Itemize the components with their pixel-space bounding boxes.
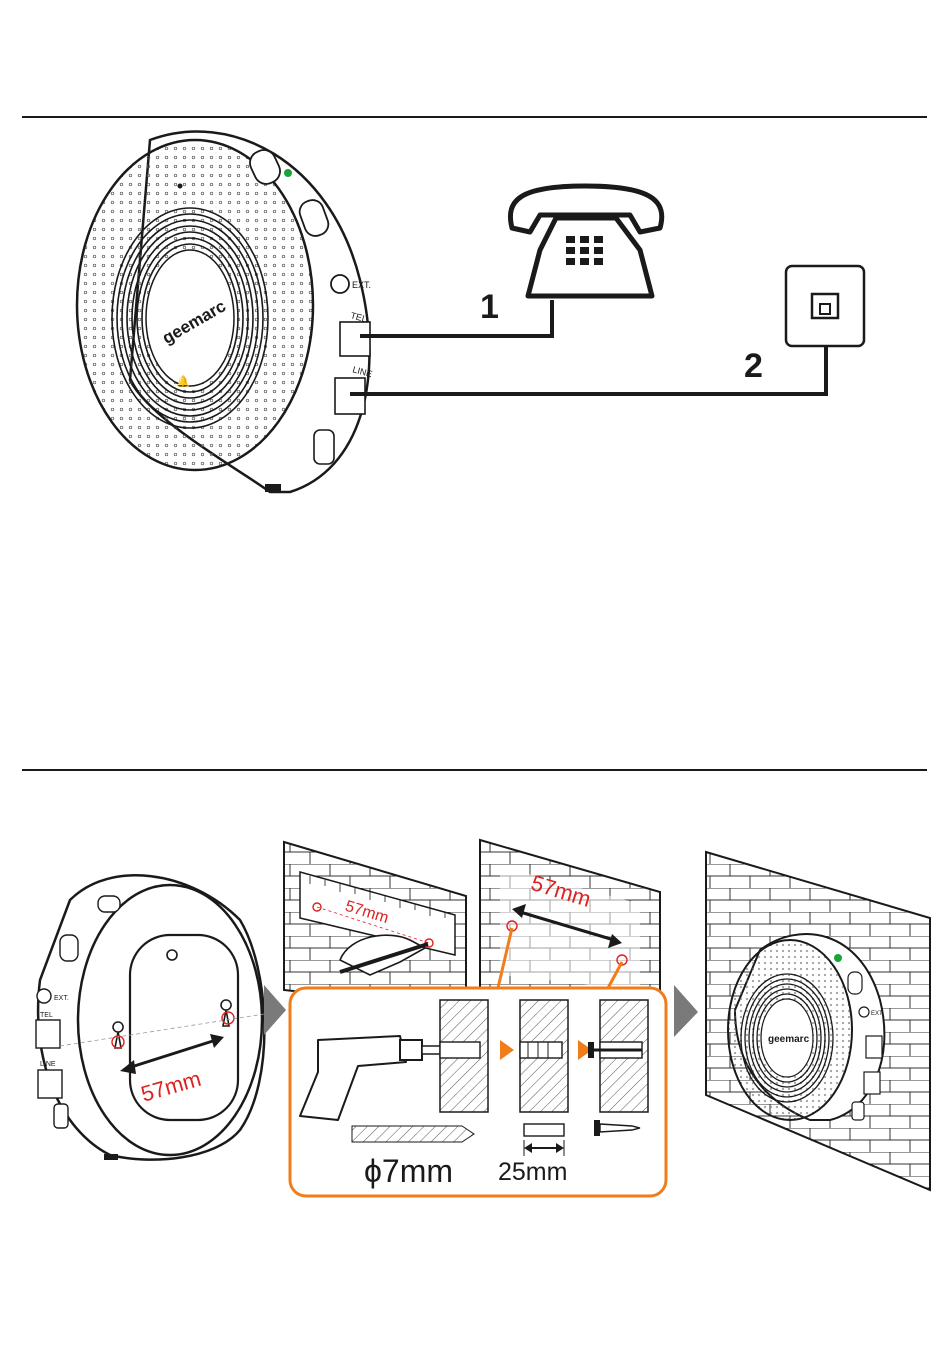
back-tel-label: TEL xyxy=(40,1012,53,1019)
back-line-label: LINE xyxy=(40,1061,56,1068)
wall-holes-panel: 57mm xyxy=(480,840,660,1010)
ringer-device-side-view: geemarc 🔔 EXT. TEL LINE xyxy=(77,131,373,492)
mounted-ext-label: EXT. xyxy=(871,1011,884,1017)
device-back-view: EXT. TEL LINE 57mm xyxy=(36,875,290,1160)
connection-number-1: 1 xyxy=(480,288,499,326)
connection-number-2: 2 xyxy=(744,347,763,385)
telephone-icon xyxy=(510,186,661,296)
drill-bit-icon xyxy=(352,1126,474,1142)
tel-port[interactable] xyxy=(340,322,370,356)
plug-length-label: 25mm xyxy=(498,1158,567,1186)
ext-port-label: EXT. xyxy=(352,280,371,290)
mounted-brand-logo: geemarc xyxy=(768,1034,810,1045)
ext-jack[interactable] xyxy=(331,275,349,293)
step-arrow-1 xyxy=(264,985,286,1035)
ringer-icon: 🔔 xyxy=(176,375,190,388)
mounted-device-panel: geemarc EXT. xyxy=(706,852,930,1190)
wall-marking-panel: 57mm xyxy=(284,842,466,1010)
back-ext-label: EXT. xyxy=(54,995,69,1002)
step-arrow-3 xyxy=(674,985,698,1037)
cable-1 xyxy=(360,300,552,336)
mounted-status-led xyxy=(834,954,842,962)
wall-plug-icon xyxy=(524,1124,564,1136)
device-foot xyxy=(265,484,281,492)
status-led xyxy=(284,169,292,177)
drill-diameter-label: ϕ7mm xyxy=(364,1153,453,1189)
wall-phone-socket-icon xyxy=(786,266,864,346)
power-jack[interactable] xyxy=(314,430,334,464)
